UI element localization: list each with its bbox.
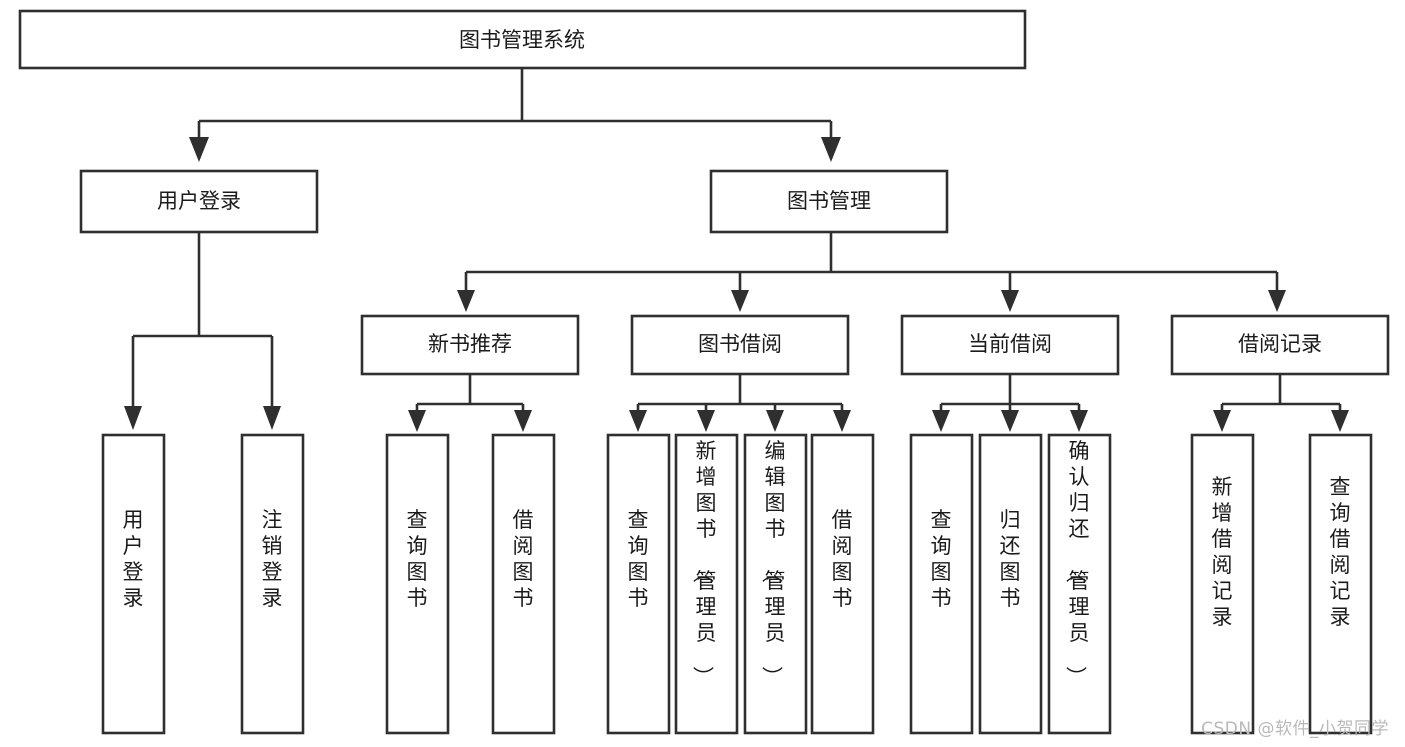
leaf-book-borrow-query-label: 查询图书 [628, 508, 649, 610]
leaf-node[interactable]: 新增图书（管理员） [674, 433, 739, 735]
connector-group-borrow-record [1213, 374, 1349, 432]
connector-group-new-book [408, 374, 532, 432]
leaf-current-borrow-confirm-label: 确认归还（管理员） [1064, 439, 1090, 687]
node-book-management-label: 图书管理 [787, 189, 871, 213]
node-new-book-recommend-label: 新书推荐 [428, 332, 512, 356]
arrow-new-book-leaf-2 [514, 410, 532, 432]
arrow-book-borrow-leaf-4 [833, 410, 851, 432]
connector-group-book-borrow [629, 374, 851, 432]
node-book-borrow-box[interactable] [630, 314, 850, 376]
arrow-new-book-leaf-1 [408, 410, 426, 432]
leaf-current-borrow-query-label: 查询图书 [931, 508, 952, 610]
leaf-new-book-query-box[interactable] [385, 433, 450, 735]
arrow-book-borrow-leaf-2 [697, 410, 715, 432]
leaf-borrow-record-add-box[interactable] [1190, 433, 1255, 735]
leaf-book-borrow-borrow-label: 借阅图书 [832, 508, 853, 610]
connector-group-root [189, 68, 841, 162]
arrow-current-borrow-leaf-2 [1001, 410, 1019, 432]
leaf-new-book-borrow-label: 借阅图书 [513, 508, 534, 610]
connector-group-current-borrow [932, 374, 1088, 432]
arrow-book-mgmt-to-new-book [457, 290, 475, 312]
leaf-book-borrow-add-label: 新增图书（管理员） [691, 439, 717, 687]
leaf-book-borrow-add-box[interactable] [674, 433, 739, 735]
node-root-box[interactable] [18, 9, 1027, 70]
leaf-node[interactable]: 借阅图书 [491, 433, 556, 735]
arrow-book-mgmt-to-current-borrow [1001, 290, 1019, 312]
arrow-current-borrow-leaf-1 [932, 410, 950, 432]
leaf-current-borrow-confirm-box[interactable] [1047, 433, 1112, 735]
leaf-user-login-logout-label: 注销登录 [262, 508, 283, 610]
node-user-login-box[interactable] [79, 169, 319, 234]
leaf-borrow-record-add-label: 新增借阅记录 [1212, 475, 1233, 629]
leaf-node[interactable]: 借阅图书 [810, 433, 875, 735]
node-root-label: 图书管理系统 [459, 28, 585, 52]
arrow-root-to-book-mgmt [821, 137, 841, 162]
node-borrow-record-box[interactable] [1170, 314, 1390, 376]
leaf-node[interactable]: 确认归还（管理员） [1047, 433, 1112, 735]
arrow-root-to-user-login [189, 137, 209, 162]
leaf-node[interactable]: 查询图书 [606, 433, 671, 735]
arrow-borrow-record-leaf-1 [1213, 410, 1231, 432]
leaf-new-book-query-label: 查询图书 [407, 508, 428, 610]
leaf-book-borrow-query-box[interactable] [606, 433, 671, 735]
leaf-node[interactable]: 查询图书 [909, 433, 974, 735]
leaf-current-borrow-query-box[interactable] [909, 433, 974, 735]
leaf-borrow-record-query-label: 查询借阅记录 [1330, 475, 1351, 629]
node-book-management[interactable]: 图书管理 [709, 169, 949, 234]
connector-group-book-mgmt [457, 232, 1286, 312]
leaf-node[interactable]: 用户登录 [101, 433, 166, 735]
node-root[interactable]: 图书管理系统 [18, 9, 1027, 70]
node-book-borrow[interactable]: 图书借阅 [630, 314, 850, 376]
arrow-borrow-record-leaf-2 [1331, 410, 1349, 432]
node-current-borrow[interactable]: 当前借阅 [900, 314, 1120, 376]
arrow-user-login-leaf-1 [124, 406, 142, 430]
leaf-new-book-borrow-box[interactable] [491, 433, 556, 735]
leaf-current-borrow-return-label: 归还图书 [1000, 508, 1021, 610]
leaf-node[interactable]: 编辑图书（管理员） [743, 433, 808, 735]
node-user-login-label: 用户登录 [157, 189, 241, 213]
node-book-management-box[interactable] [709, 169, 949, 234]
leaf-node[interactable]: 查询借阅记录 [1308, 433, 1373, 735]
node-current-borrow-box[interactable] [900, 314, 1120, 376]
leaf-node[interactable]: 归还图书 [978, 433, 1043, 735]
leaf-user-login-login-box[interactable] [101, 433, 166, 735]
leaf-node[interactable]: 新增借阅记录 [1190, 433, 1255, 735]
node-borrow-record-label: 借阅记录 [1238, 332, 1322, 356]
node-book-borrow-label: 图书借阅 [698, 332, 782, 356]
arrow-book-mgmt-to-borrow-record [1268, 290, 1286, 312]
leaf-current-borrow-return-box[interactable] [978, 433, 1043, 735]
leaf-borrow-record-query-box[interactable] [1308, 433, 1373, 735]
leaf-book-borrow-edit-box[interactable] [743, 433, 808, 735]
leaf-node[interactable]: 注销登录 [240, 433, 305, 735]
leaf-user-login-login-label: 用户登录 [123, 508, 144, 610]
node-new-book-recommend-box[interactable] [360, 314, 580, 376]
node-borrow-record[interactable]: 借阅记录 [1170, 314, 1390, 376]
arrow-book-mgmt-to-book-borrow [731, 290, 749, 312]
arrow-book-borrow-leaf-1 [629, 410, 647, 432]
arrow-user-login-leaf-2 [263, 406, 281, 430]
leaf-user-login-logout-box[interactable] [240, 433, 305, 735]
arrow-current-borrow-leaf-3 [1070, 410, 1088, 432]
arrow-book-borrow-leaf-3 [766, 410, 784, 432]
node-new-book-recommend[interactable]: 新书推荐 [360, 314, 580, 376]
node-current-borrow-label: 当前借阅 [968, 332, 1052, 356]
leaf-book-borrow-borrow-box[interactable] [810, 433, 875, 735]
connector-group-user-login [124, 232, 281, 430]
node-user-login[interactable]: 用户登录 [79, 169, 319, 234]
leaf-node[interactable]: 查询图书 [385, 433, 450, 735]
leaf-book-borrow-edit-label: 编辑图书（管理员） [760, 439, 786, 687]
